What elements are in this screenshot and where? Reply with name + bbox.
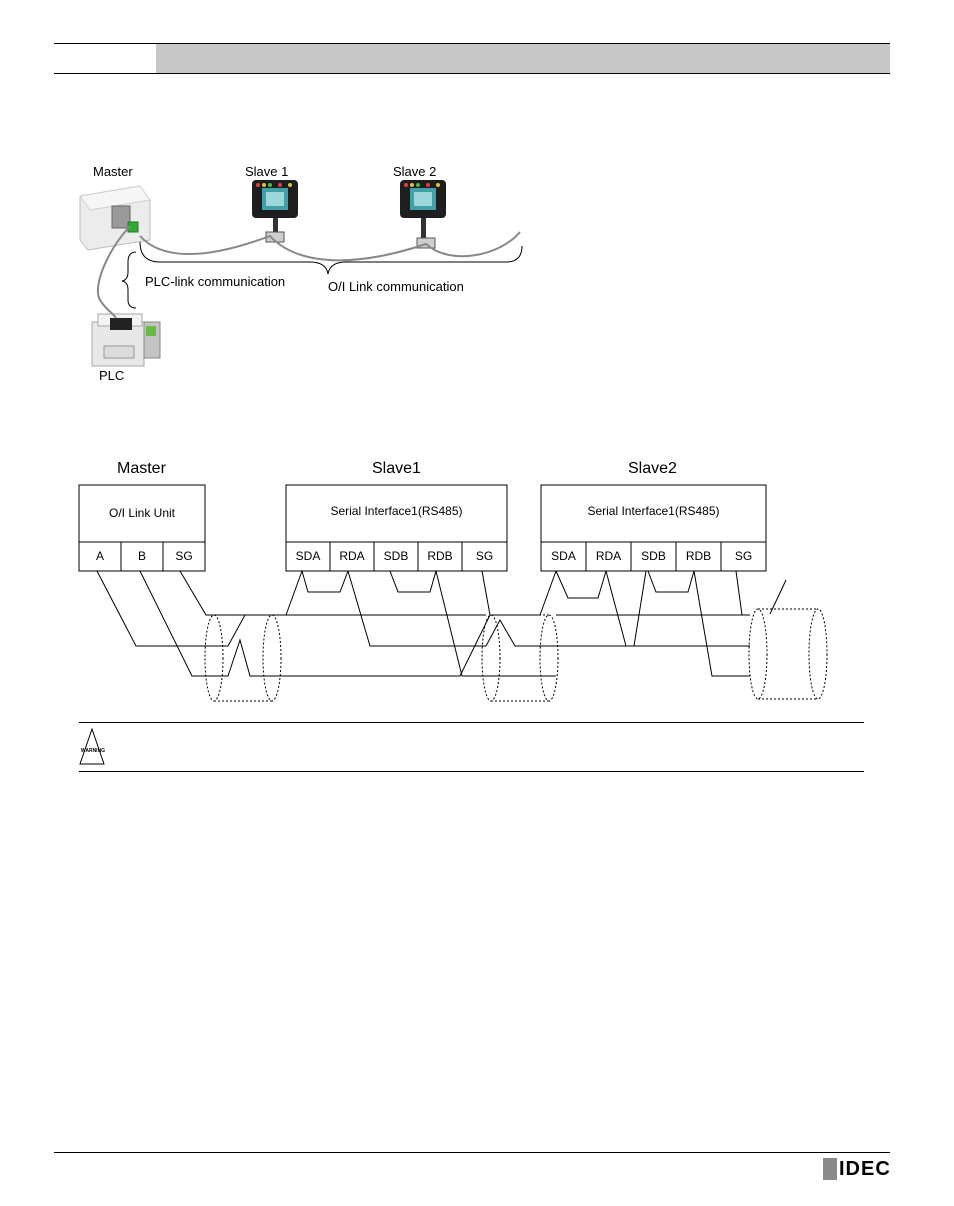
slave1-terminal-rda: RDA bbox=[339, 549, 365, 563]
wiring-diagram bbox=[78, 484, 828, 702]
master-terminal-sg: SG bbox=[175, 549, 193, 563]
plc-link-brace bbox=[121, 251, 137, 309]
master-terminal-b: B bbox=[137, 549, 146, 563]
slave1-terminal-sdb: SDB bbox=[383, 549, 409, 563]
slave2-terminal-rdb: RDB bbox=[685, 549, 712, 563]
master-unit-label: O/I Link Unit bbox=[108, 506, 176, 520]
slave2-terminal-rda: RDA bbox=[595, 549, 622, 563]
warning-top-rule bbox=[79, 722, 864, 723]
idec-logo: IDEC bbox=[823, 1158, 891, 1180]
oi-link-cable bbox=[139, 231, 521, 262]
slave2-terminal-sg: SG bbox=[734, 549, 753, 563]
slave2-unit-label: Serial Interface1(RS485) bbox=[587, 504, 720, 518]
page-header-bar bbox=[54, 43, 890, 74]
slave1-terminal-sg: SG bbox=[475, 549, 494, 563]
slave1-unit-label: Serial Interface1(RS485) bbox=[330, 504, 463, 518]
wiring-master-title: Master bbox=[117, 460, 166, 477]
logo-mark bbox=[823, 1158, 837, 1180]
warning-bottom-rule bbox=[79, 771, 864, 772]
warning-icon bbox=[79, 727, 105, 765]
slave1-terminal-rdb: RDB bbox=[427, 549, 453, 563]
plc-link-label: PLC-link communication bbox=[145, 274, 286, 289]
master-device bbox=[79, 185, 151, 251]
slave2-label: Slave 2 bbox=[393, 164, 437, 179]
slave1-terminal-sda: SDA bbox=[295, 549, 321, 563]
overview-diagram bbox=[79, 180, 523, 367]
header-band bbox=[156, 44, 890, 73]
slave2-terminal-sda: SDA bbox=[551, 549, 576, 563]
plc-label: PLC bbox=[99, 368, 125, 383]
wiring-slave1-title: Slave1 bbox=[372, 460, 421, 477]
master-terminal-a: A bbox=[95, 549, 104, 563]
slave1-label: Slave 1 bbox=[245, 164, 289, 179]
warning-icon-text: WARNING bbox=[80, 748, 106, 754]
slave1-device bbox=[252, 180, 298, 243]
oi-link-brace bbox=[139, 241, 523, 275]
footer-rule bbox=[54, 1152, 890, 1153]
oi-link-label: O/I Link communication bbox=[328, 279, 464, 294]
plc-device bbox=[91, 313, 161, 367]
plc-link-cable bbox=[96, 225, 131, 319]
wiring-slave2-title: Slave2 bbox=[628, 460, 677, 477]
master-label: Master bbox=[93, 164, 133, 179]
slave2-device bbox=[400, 180, 446, 249]
slave2-terminal-sdb: SDB bbox=[641, 549, 666, 563]
logo-text: IDEC bbox=[839, 1158, 891, 1180]
